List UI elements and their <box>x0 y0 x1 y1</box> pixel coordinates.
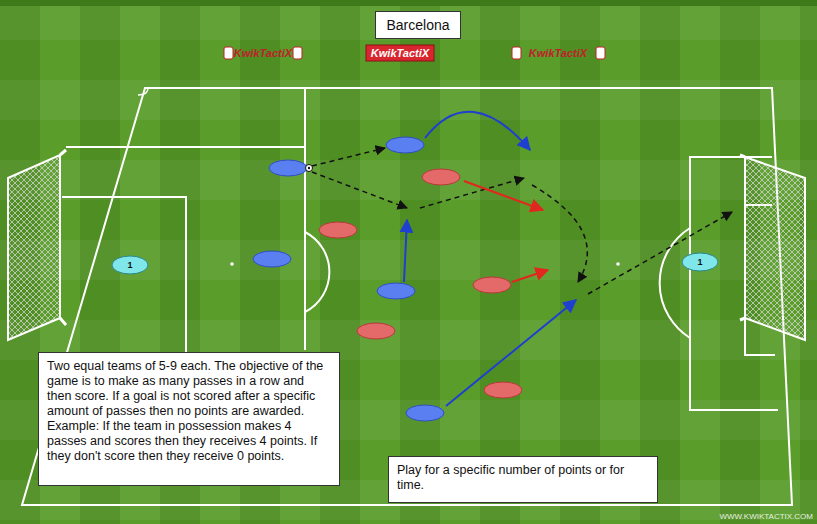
pass-arrows <box>312 148 732 294</box>
goalkeepers <box>112 253 718 274</box>
logo-text: KwikTactiX <box>529 48 587 59</box>
pitch-lines <box>22 88 792 505</box>
note-text: Play for a specific number of points or … <box>397 463 649 493</box>
left-goal <box>8 150 66 340</box>
logo-text: KwikTactiX <box>371 48 429 59</box>
red-players <box>319 169 522 398</box>
jersey-number: 1 <box>697 258 702 267</box>
note-box: Two equal teams of 5-9 each. The objecti… <box>38 352 340 486</box>
title-text: Barcelona <box>386 17 449 33</box>
note-text: Two equal teams of 5-9 each. The objecti… <box>47 359 331 464</box>
jersey-number: 1 <box>127 261 132 270</box>
ball <box>306 165 313 172</box>
top-band <box>0 0 817 6</box>
title-box: Barcelona <box>375 11 460 39</box>
watermark: WWW.KWIKTACTIX.COM <box>719 513 813 521</box>
run-arrows <box>404 112 576 406</box>
logo-badges <box>224 45 605 61</box>
logo-text: KwikTactiX <box>234 48 292 59</box>
note-box: Play for a specific number of points or … <box>388 456 658 503</box>
right-goal <box>740 155 805 340</box>
